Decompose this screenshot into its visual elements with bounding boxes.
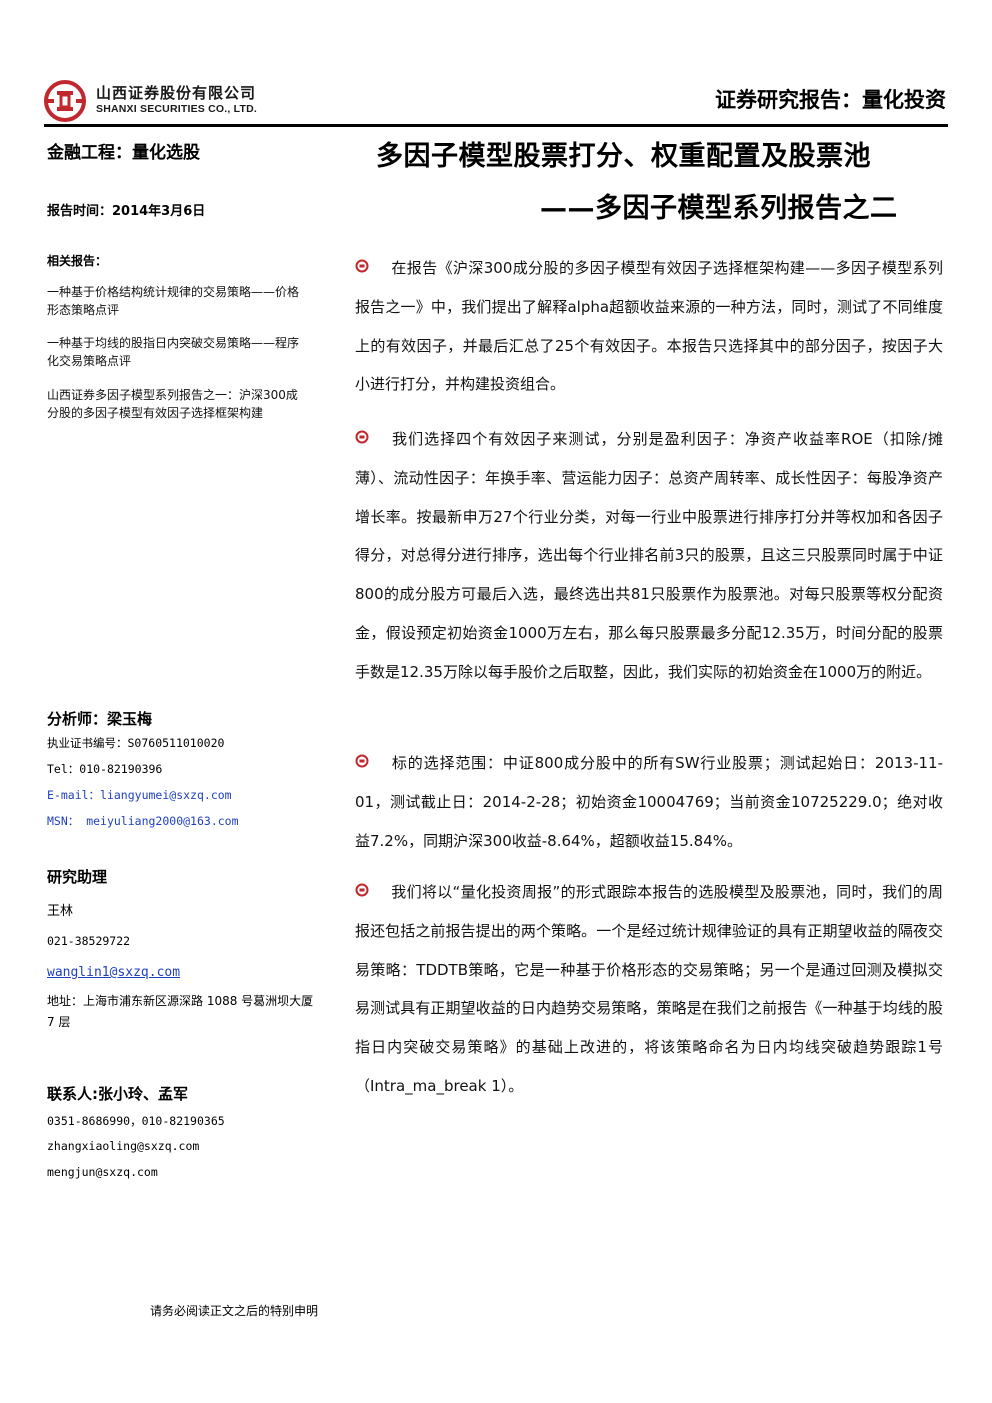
related-reports-heading: 相关报告： — [47, 254, 108, 268]
bullet-icon — [355, 259, 369, 272]
report-subtitle: ——多因子模型系列报告之二 — [540, 193, 898, 224]
bullet-icon — [355, 754, 369, 767]
analyst-msn[interactable]: MSN： meiyuliang2000@163.com — [47, 814, 239, 828]
body-paragraph: 我们选择四个有效因子来测试，分别是盈利因子：净资产收益率ROE（扣除/摊薄）、流… — [355, 420, 943, 692]
company-logo-icon — [44, 80, 86, 122]
company-name-en: SHANXI SECURITIES CO., LTD. — [96, 103, 257, 115]
body-paragraph: 我们将以“量化投资周报”的形式跟踪本报告的选股模型及股票池，同时，我们的周报还包… — [355, 873, 943, 1106]
contact-email[interactable]: mengjun@sxzq.com — [47, 1165, 158, 1179]
assistant-heading: 研究助理 — [47, 868, 108, 886]
bullet-icon — [355, 883, 369, 896]
address: 地址：上海市浦东新区源深路 1088 号葛洲坝大厦 7 层 — [47, 994, 314, 1029]
analyst-name: 分析师：梁玉梅 — [47, 710, 153, 728]
body-paragraph: 在报告《沪深300成分股的多因子模型有效因子选择框架构建——多因子模型系列报告之… — [355, 249, 943, 404]
assistant-email-link[interactable]: wanglin1@sxzq.com — [47, 965, 181, 980]
analyst-tel: Tel：010-82190396 — [47, 762, 163, 776]
related-report-item[interactable]: 一种基于均线的股指日内突破交易策略——程序化交易策略点评 — [47, 336, 300, 368]
report-title: 多因子模型股票打分、权重配置及股票池 — [376, 141, 871, 172]
report-type: 证券研究报告：量化投资 — [715, 88, 946, 112]
paragraph-text: 标的选择范围：中证800成分股中的所有SW行业股票；测试起始日：2013-11-… — [355, 754, 943, 850]
body-paragraph: 标的选择范围：中证800成分股中的所有SW行业股票；测试起始日：2013-11-… — [355, 744, 943, 860]
assistant-name: 王林 — [47, 904, 74, 919]
related-report-item[interactable]: 山西证券多因子模型系列报告之一：沪深300成分股的多因子模型有效因子选择框架构建 — [47, 388, 298, 420]
analyst-email[interactable]: E-mail：liangyumei@sxzq.com — [47, 788, 232, 802]
assistant-phone: 021-38529722 — [47, 934, 131, 948]
contact-phone: 0351-8686990，010-82190365 — [47, 1114, 225, 1128]
report-category: 金融工程：量化选股 — [47, 143, 200, 163]
analyst-cert: 执业证书编号：S0760511010020 — [47, 736, 225, 750]
related-report-item[interactable]: 一种基于价格结构统计规律的交易策略——价格形态策略点评 — [47, 285, 300, 317]
paragraph-text: 我们选择四个有效因子来测试，分别是盈利因子：净资产收益率ROE（扣除/摊薄）、流… — [355, 430, 943, 681]
paragraph-text: 我们将以“量化投资周报”的形式跟踪本报告的选股模型及股票池，同时，我们的周报还包… — [355, 883, 943, 1095]
company-name-cn: 山西证券股份有限公司 — [96, 84, 257, 102]
contact-heading: 联系人:张小玲、孟军 — [47, 1085, 188, 1103]
header-divider — [44, 124, 948, 127]
contact-email[interactable]: zhangxiaoling@sxzq.com — [47, 1139, 200, 1153]
paragraph-text: 在报告《沪深300成分股的多因子模型有效因子选择框架构建——多因子模型系列报告之… — [355, 259, 943, 394]
disclaimer: 请务必阅读正文之后的特别申明 — [150, 1304, 319, 1318]
report-date: 报告时间：2014年3月6日 — [47, 204, 206, 219]
bullet-icon — [355, 430, 369, 443]
